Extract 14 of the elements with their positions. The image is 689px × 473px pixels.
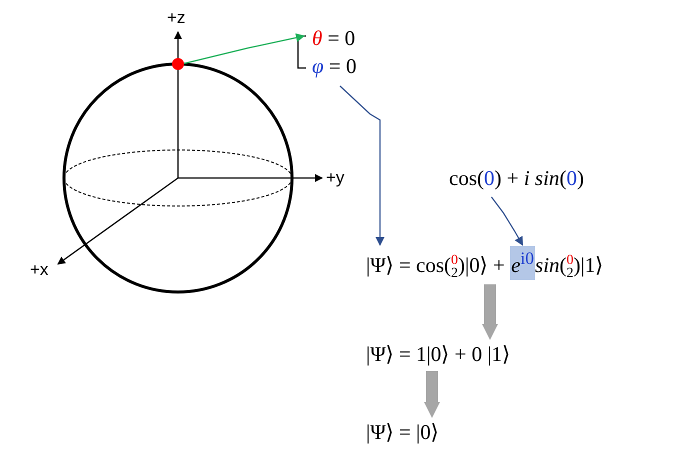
highlight-box: e$^{i0}$ xyxy=(510,246,536,280)
arrow xyxy=(340,86,384,246)
axis-label: +y xyxy=(326,168,344,188)
state-equation: |Ψ⟩ = 1|0⟩ + 0 |1⟩ xyxy=(366,342,510,367)
point-marker xyxy=(172,58,184,70)
axis-label: +z xyxy=(167,8,186,28)
state-equation: |Ψ⟩ = |0⟩ xyxy=(366,420,439,445)
block-arrow xyxy=(482,284,498,340)
euler-expression: cos(0) + i sin(0) xyxy=(449,166,584,191)
arrow xyxy=(490,196,524,246)
arrow xyxy=(182,33,305,65)
block-arrow xyxy=(424,371,440,418)
angle-values: θ = 0 φ = 0 xyxy=(300,24,356,80)
axis-label: +x xyxy=(30,260,48,280)
